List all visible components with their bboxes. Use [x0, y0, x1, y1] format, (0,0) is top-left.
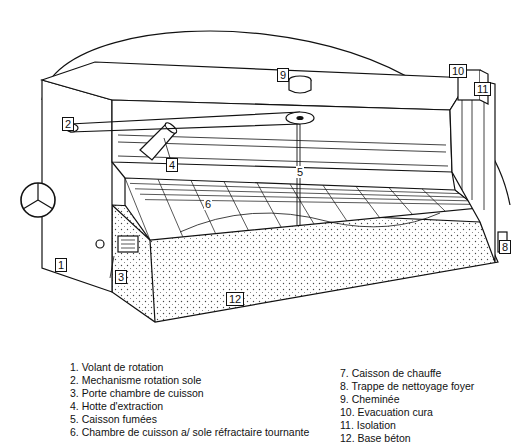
legend-entry: 1. Volant de rotation [70, 362, 163, 374]
legend-entry: 5. Caisson fumées [70, 414, 157, 426]
callout-number: 11 [474, 82, 491, 96]
legend-entry: 7. Caisson de chauffe [340, 368, 441, 380]
casing-edges [112, 162, 455, 190]
insulation-lines [462, 82, 484, 210]
callout-number: 5 [296, 166, 304, 178]
legend-entry: 9. Cheminée [340, 394, 400, 406]
callout-number: 12 [226, 292, 244, 306]
legend-entry: 12. Base béton [340, 433, 411, 445]
drive-belt [70, 112, 300, 132]
top-face [42, 62, 470, 110]
legend-entry: 2. Mechanisme rotation sole [70, 375, 201, 387]
handwheel-spokes [23, 183, 53, 209]
door-grille [121, 240, 135, 248]
cooking-door [118, 236, 138, 252]
drive-pulley [286, 112, 314, 124]
rotation-handwheel [21, 183, 55, 217]
callout-number: 10 [449, 64, 467, 78]
legend-entry: 3. Porte chambre de cuisson [70, 388, 204, 400]
chimney [289, 80, 311, 93]
brick-joint [290, 184, 314, 224]
callout-number: 8 [499, 240, 511, 254]
legend-entry: 8. Trappe de nettoyage foyer [340, 381, 474, 393]
brick-joint [224, 182, 248, 231]
leader-lines [110, 138, 170, 278]
fume-box [112, 100, 452, 172]
callout-number: 2 [62, 117, 74, 131]
legend-entry: 10. Evacuation cura [340, 407, 433, 419]
brick-joint [257, 183, 281, 227]
callout-number: 1 [55, 258, 67, 272]
brick-joint [323, 185, 347, 221]
brick-joint [130, 183, 460, 193]
legend-entry: 6. Chambre de cuisson a/ sole réfractair… [70, 427, 309, 439]
callout-number: 4 [166, 158, 178, 172]
legend-entry: 11. Isolation [340, 420, 396, 432]
pulley-hub [297, 117, 303, 120]
legend-entry: 4. Hotte d'extraction [70, 401, 163, 413]
callout-number: 6 [204, 198, 212, 210]
callout-number: 9 [277, 68, 289, 82]
arch-line [180, 213, 440, 232]
oven-outline [21, 31, 510, 322]
brick-joint [145, 200, 473, 205]
brick-joint [125, 178, 150, 240]
heating-box [450, 78, 495, 262]
brick-joint [140, 194, 469, 201]
callout-number: 3 [115, 270, 127, 284]
brick-joint [158, 179, 183, 237]
left-end-face [42, 80, 112, 292]
door-knob [96, 240, 104, 248]
refractory-sole [125, 178, 478, 240]
brick-joints [125, 178, 478, 240]
